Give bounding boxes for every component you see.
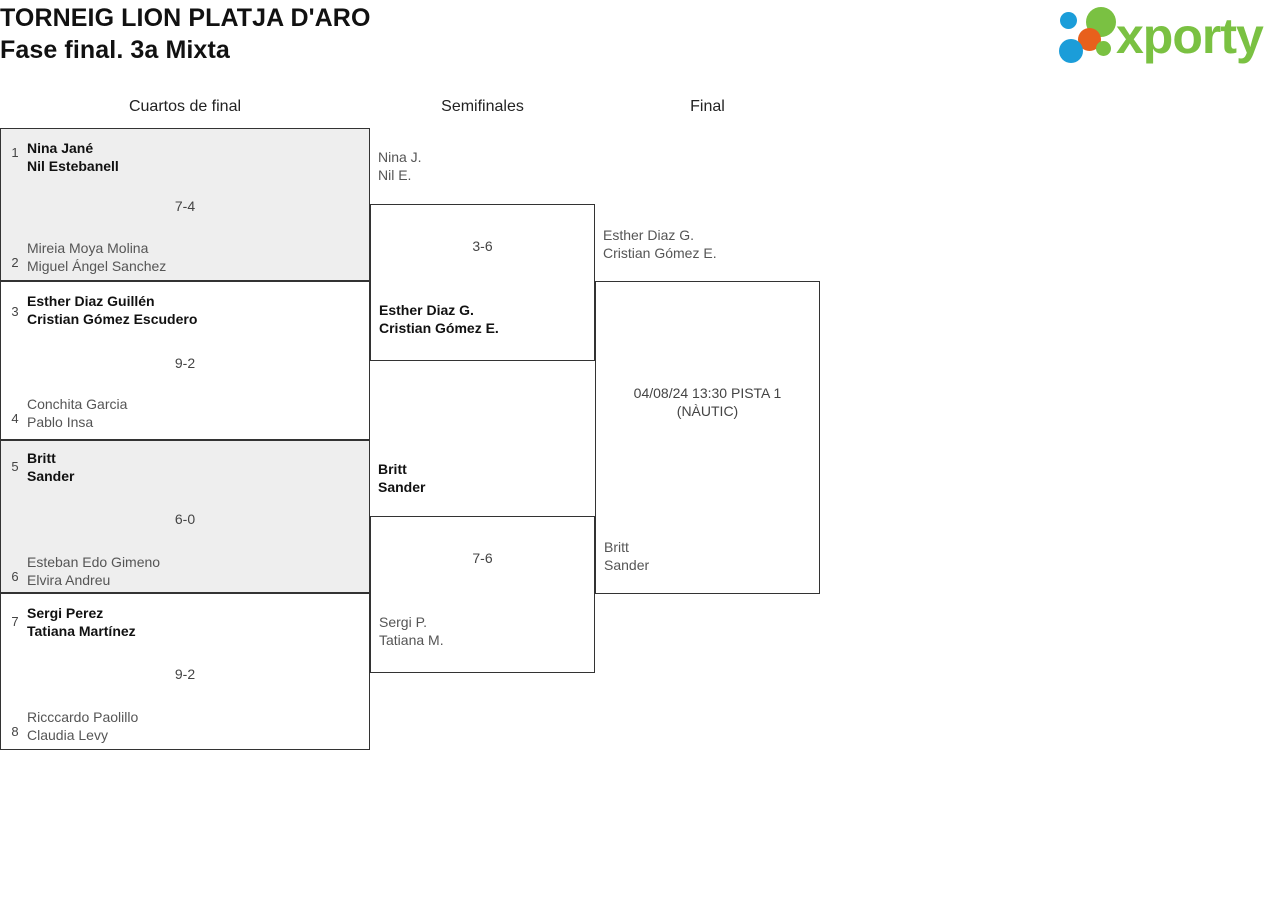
round-header-final: Final <box>690 98 725 115</box>
logo-dot-green-small-icon <box>1096 41 1111 56</box>
team-bottom: Esteban Edo Gimeno Elvira Andreu <box>1 553 369 589</box>
tournament-title: TORNEIG LION PLATJA D'ARO Fase final. 3a… <box>0 2 900 66</box>
match-score: 7-6 <box>472 550 493 566</box>
match-quarterfinal-3[interactable]: 5 Britt Sander 6-0 6 Esteban Edo Gimeno … <box>0 440 370 593</box>
final-team-top: Esther Diaz G. Cristian Gómez E. <box>595 226 820 262</box>
player-name: Tatiana Martínez <box>27 623 136 639</box>
player-name: Nil E. <box>378 167 412 183</box>
player-name: Nina J. <box>378 149 422 165</box>
tournament-name: TORNEIG LION PLATJA D'ARO <box>0 4 371 32</box>
final-schedule-line-2: (NÀUTIC) <box>676 403 739 419</box>
player-name: Britt <box>604 539 629 555</box>
team-top: Nina Jané Nil Estebanell <box>1 139 369 175</box>
round-header-semifinals: Semifinales <box>441 98 524 115</box>
logo-dots-icon <box>1052 6 1120 66</box>
player-name: Esther Diaz Guillén <box>27 293 155 309</box>
logo-dot-blue-small-icon <box>1060 12 1077 29</box>
logo-wordmark: xporty <box>1116 8 1264 64</box>
tournament-phase: Fase final. 3a Mixta <box>0 36 230 64</box>
logo-dot-orange-icon <box>1078 28 1101 51</box>
player-name: Sander <box>604 557 650 573</box>
match-score: 3-6 <box>472 238 493 254</box>
match-semifinal-2[interactable]: 7-6 Sergi P. Tatiana M. <box>370 516 595 673</box>
seed-number: 7 <box>11 614 19 629</box>
player-name: Nina Jané <box>27 140 94 156</box>
player-name: Cristian Gómez Escudero <box>27 311 198 327</box>
player-name: Pablo Insa <box>27 414 94 430</box>
xporty-logo[interactable]: xporty <box>1052 6 1276 66</box>
player-name: Esther Diaz G. <box>603 227 695 243</box>
team-bottom: Britt Sander <box>596 538 819 574</box>
logo-dot-blue-large-icon <box>1059 39 1083 63</box>
seed-number: 5 <box>11 459 19 474</box>
match-final[interactable]: 04/08/24 13:30 PISTA 1 (NÀUTIC) Britt Sa… <box>595 281 820 594</box>
final-schedule-line-1: 04/08/24 13:30 PISTA 1 <box>633 385 782 401</box>
round-header-quarterfinals: Cuartos de final <box>128 98 242 115</box>
match-score: 9-2 <box>174 355 196 371</box>
player-name: Mireia Moya Molina <box>27 240 149 256</box>
match-semifinal-1[interactable]: 3-6 Esther Diaz G. Cristian Gómez E. <box>370 204 595 361</box>
team-top: Esther Diaz Guillén Cristian Gómez Escud… <box>1 292 369 328</box>
match-quarterfinal-1[interactable]: 1 Nina Jané Nil Estebanell 7-4 2 Mireia … <box>0 128 370 281</box>
semifinal-1-team-top: Nina J. Nil E. <box>370 148 595 184</box>
player-name: Claudia Levy <box>27 727 108 743</box>
player-name: Sergi P. <box>379 614 427 630</box>
seed-number: 6 <box>11 569 19 584</box>
player-name: Britt <box>378 461 407 477</box>
team-top: Sergi Perez Tatiana Martínez <box>1 604 369 640</box>
player-name: Conchita Garcia <box>27 396 128 412</box>
match-quarterfinal-2[interactable]: 3 Esther Diaz Guillén Cristian Gómez Esc… <box>0 281 370 440</box>
team-bottom: Esther Diaz G. Cristian Gómez E. <box>371 301 594 337</box>
player-name: Cristian Gómez E. <box>603 245 717 261</box>
match-quarterfinal-4[interactable]: 7 Sergi Perez Tatiana Martínez 9-2 8 Ric… <box>0 593 370 750</box>
team-bottom: Mireia Moya Molina Miguel Ángel Sanchez <box>1 239 369 275</box>
player-name: Ricccardo Paolillo <box>27 709 139 725</box>
player-name: Cristian Gómez E. <box>379 320 499 336</box>
seed-number: 4 <box>11 411 19 426</box>
team-bottom: Conchita Garcia Pablo Insa <box>1 395 369 431</box>
player-name: Nil Estebanell <box>27 158 119 174</box>
seed-number: 8 <box>11 724 19 739</box>
player-name: Esteban Edo Gimeno <box>27 554 161 570</box>
semifinal-2-team-top: Britt Sander <box>370 460 595 496</box>
player-name: Sergi Perez <box>27 605 104 621</box>
team-bottom: Ricccardo Paolillo Claudia Levy <box>1 708 369 744</box>
match-score: 6-0 <box>174 511 196 527</box>
player-name: Esther Diaz G. <box>379 302 474 318</box>
final-schedule: 04/08/24 13:30 PISTA 1 (NÀUTIC) <box>596 384 819 420</box>
match-score: 9-2 <box>174 666 196 682</box>
team-bottom: Sergi P. Tatiana M. <box>371 613 594 649</box>
player-name: Elvira Andreu <box>27 572 111 588</box>
match-score: 7-4 <box>174 198 196 214</box>
seed-number: 3 <box>11 304 19 319</box>
player-name: Sander <box>27 468 75 484</box>
player-name: Tatiana M. <box>379 632 444 648</box>
player-name: Britt <box>27 450 56 466</box>
player-name: Sander <box>378 479 426 495</box>
seed-number: 1 <box>11 145 19 160</box>
player-name: Miguel Ángel Sanchez <box>27 258 167 274</box>
team-top: Britt Sander <box>1 449 369 485</box>
seed-number: 2 <box>11 255 19 270</box>
